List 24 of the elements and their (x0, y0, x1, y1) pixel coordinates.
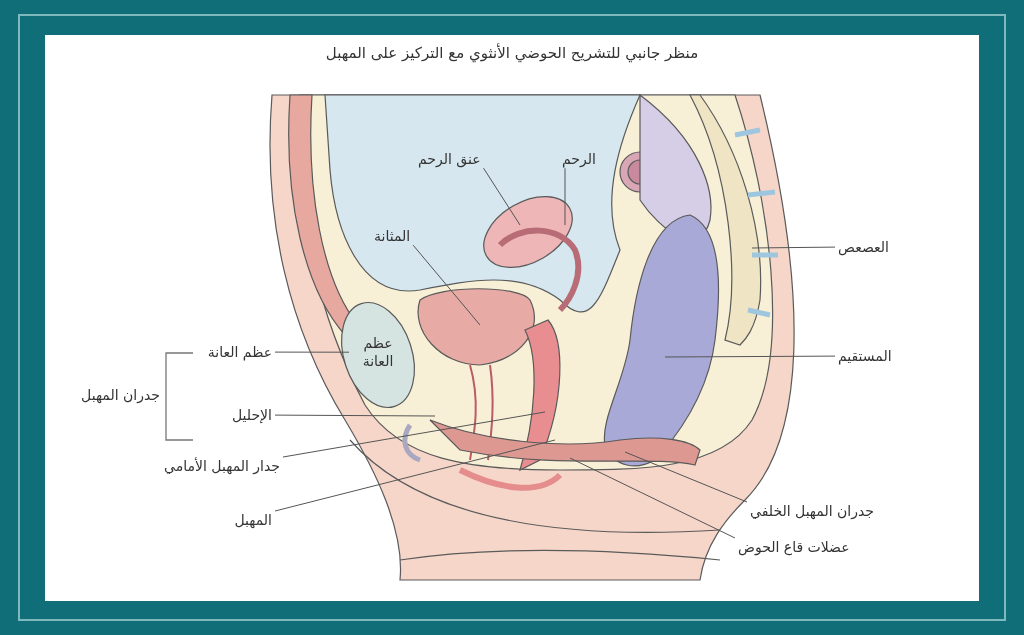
part-label: عضلات قاع الحوض (738, 538, 850, 557)
part-label: عنق الرحم (418, 150, 481, 169)
part-label: المستقيم (838, 347, 892, 366)
leader-line (564, 167, 566, 226)
part-label: الرحم (562, 150, 596, 169)
leader-line (412, 244, 481, 326)
leader-line (624, 451, 748, 503)
leader-line (483, 167, 521, 226)
leader-line (274, 439, 556, 512)
leader-line (274, 351, 350, 353)
part-label: عظم العانة (207, 343, 272, 362)
leader-line (664, 355, 836, 358)
leader-line (282, 411, 546, 458)
part-label: الإحليل (232, 406, 272, 425)
part-label: المثانة (374, 227, 411, 246)
leader-line (751, 246, 836, 249)
leader-line (274, 414, 436, 417)
group-label: جدران المهبل (81, 386, 160, 406)
part-label: المهبل (234, 511, 272, 530)
part-label: جدران المهبل الخلفي (750, 502, 874, 521)
diagram-title: منظر جانبي للتشريح الحوضي الأنثوي مع التركيز على المهبل (324, 42, 700, 65)
leader-line (569, 457, 736, 539)
part-label: جدار المهبل الأمامي (164, 457, 280, 476)
part-label: العصعص (838, 238, 889, 257)
